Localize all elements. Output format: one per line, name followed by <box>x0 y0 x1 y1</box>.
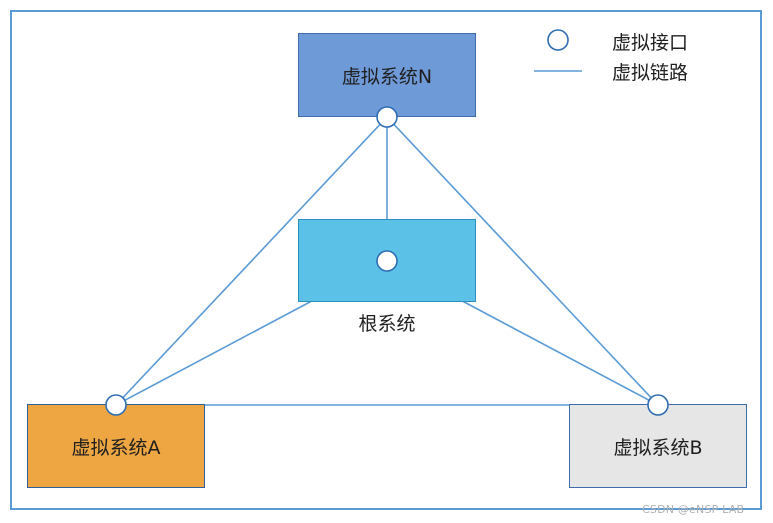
virtual-system-a-box: 虚拟系统A <box>27 404 205 488</box>
virtual-system-b-box: 虚拟系统B <box>569 404 747 488</box>
link-n-b <box>386 116 659 406</box>
virtual-system-b-label: 虚拟系统B <box>613 436 703 459</box>
virtual-system-a-label: 虚拟系统A <box>71 436 161 459</box>
interface-n-icon <box>376 106 398 128</box>
legend-interface-icon <box>547 29 569 51</box>
legend-link-label: 虚拟链路 <box>612 62 689 84</box>
legend-interface-label: 虚拟接口 <box>612 32 689 54</box>
root-system-label: 根系统 <box>358 313 416 335</box>
watermark: CSDN @eNSP LAB <box>642 503 745 516</box>
virtual-system-n-label: 虚拟系统N <box>341 65 433 88</box>
link-n-a <box>115 116 388 406</box>
interface-b-icon <box>647 394 669 416</box>
diagram-frame <box>10 10 762 510</box>
interface-root-icon <box>376 250 398 272</box>
interface-a-icon <box>105 394 127 416</box>
